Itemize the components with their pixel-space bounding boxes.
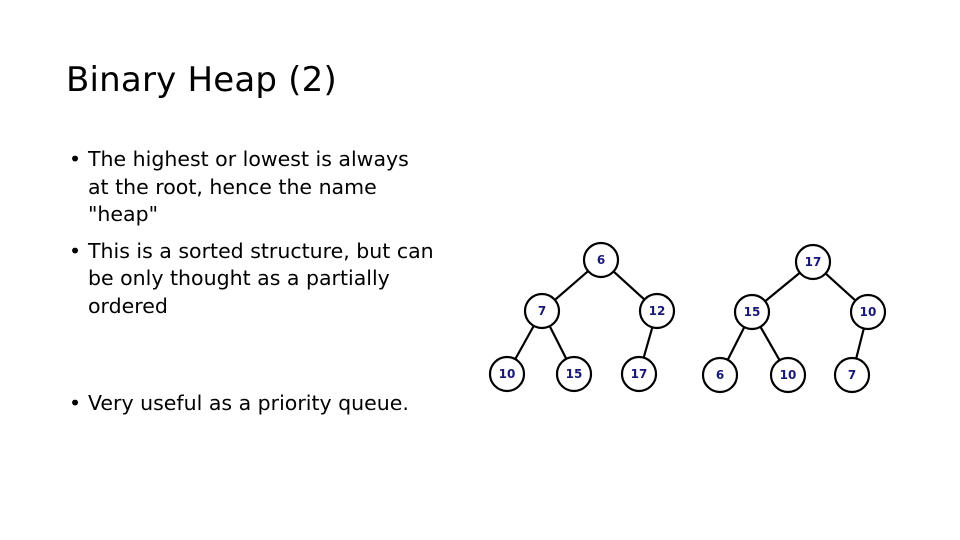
tree-node: 15: [555, 355, 593, 393]
node-circle: [620, 355, 658, 393]
node-label: 12: [649, 304, 666, 318]
heap-trees-svg: 6 7 12 10 15 17 17 15 10 6 10 7: [488, 241, 887, 394]
node-label: 6: [716, 368, 724, 382]
node-label: 17: [805, 255, 822, 269]
tree-node: 12: [638, 292, 676, 330]
node-circle: [849, 293, 887, 331]
node-label: 15: [744, 305, 761, 319]
bullet-list: • The highest or lowest is always at the…: [66, 146, 476, 329]
binary-heap-diagram: 6 7 12 10 15 17 17 15 10 6 10 7: [470, 232, 950, 404]
node-label: 10: [860, 305, 877, 319]
node-label: 17: [631, 367, 648, 381]
min-heap-tree: 6 7 12 10 15 17: [488, 241, 676, 393]
bullet-marker-icon: •: [69, 147, 82, 171]
bullet-text: This is a sorted structure, but can be o…: [88, 238, 434, 318]
tree-node: 7: [833, 356, 871, 394]
tree-edge: [553, 269, 590, 302]
bullet-text: Very useful as a priority queue.: [88, 391, 409, 415]
tree-edge: [513, 323, 536, 362]
tree-node: 10: [849, 293, 887, 331]
node-circle: [523, 292, 561, 330]
page-title: Binary Heap (2): [66, 60, 337, 100]
tree-node: 7: [523, 292, 561, 330]
tree-edge: [758, 324, 782, 363]
node-circle: [488, 355, 526, 393]
bullet-marker-icon: •: [69, 238, 82, 263]
node-circle: [794, 243, 832, 281]
tree-node: 17: [620, 355, 658, 393]
tree-edge: [726, 325, 746, 362]
tree-node: 6: [582, 241, 620, 279]
node-label: 7: [538, 304, 546, 318]
tree-edge: [854, 326, 866, 361]
node-circle: [833, 356, 871, 394]
tree-node: 10: [488, 355, 526, 393]
tree-edge: [642, 325, 654, 360]
tree-node: 15: [733, 293, 771, 331]
tree-edge: [611, 269, 647, 302]
tree-node: 6: [701, 356, 739, 394]
node-circle: [701, 356, 739, 394]
node-label: 15: [566, 367, 583, 381]
node-label: 6: [597, 253, 605, 267]
node-label: 7: [848, 368, 856, 382]
node-circle: [638, 292, 676, 330]
tree-node: 17: [794, 243, 832, 281]
list-item: • Very useful as a priority queue.: [66, 390, 508, 418]
tree-edge: [763, 271, 802, 303]
node-circle: [582, 241, 620, 279]
node-label: 10: [780, 368, 797, 382]
bullet-marker-icon: •: [69, 391, 82, 415]
bullet-text: The highest or lowest is always at the r…: [88, 147, 409, 226]
node-circle: [733, 293, 771, 331]
list-item: • The highest or lowest is always at the…: [66, 146, 476, 229]
node-label: 10: [499, 367, 516, 381]
list-item: • This is a sorted structure, but can be…: [66, 238, 476, 321]
max-heap-tree: 17 15 10 6 10 7: [701, 243, 887, 394]
tree-edge: [548, 324, 568, 361]
node-circle: [555, 355, 593, 393]
tree-node: 10: [769, 356, 807, 394]
tree-edge: [823, 271, 858, 303]
node-circle: [769, 356, 807, 394]
